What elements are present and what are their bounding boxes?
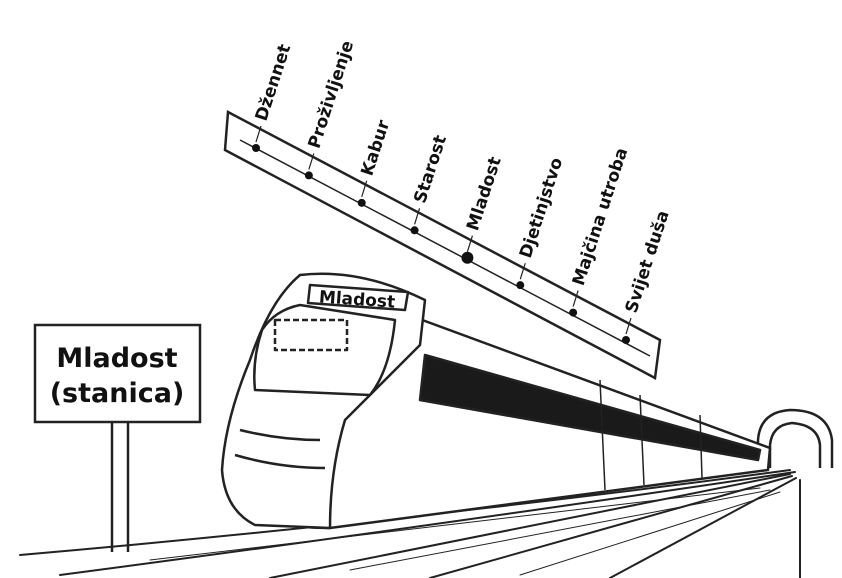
station-label: Djetinjstvo <box>516 155 567 260</box>
station-label: Kabur <box>357 117 394 178</box>
station-label: Starost <box>410 133 451 206</box>
station-label: Mladost <box>463 155 506 234</box>
station-dot <box>622 336 630 344</box>
station-label: Proživljenje <box>305 38 359 151</box>
station-label: Džennet <box>252 42 296 124</box>
station-dot <box>305 171 313 179</box>
station-dot <box>411 226 419 234</box>
station-dot <box>569 309 577 317</box>
station-dot-current <box>461 252 473 264</box>
station-label: Svijet duša <box>622 208 674 315</box>
station-sign-line2: (stanica) <box>50 378 185 409</box>
station-label: Majčina utroba <box>569 145 632 288</box>
station-sign-line1: Mladost <box>56 343 177 374</box>
station-dot <box>516 281 524 289</box>
station-dot <box>252 144 260 152</box>
train <box>222 274 770 528</box>
station-dot <box>358 199 366 207</box>
